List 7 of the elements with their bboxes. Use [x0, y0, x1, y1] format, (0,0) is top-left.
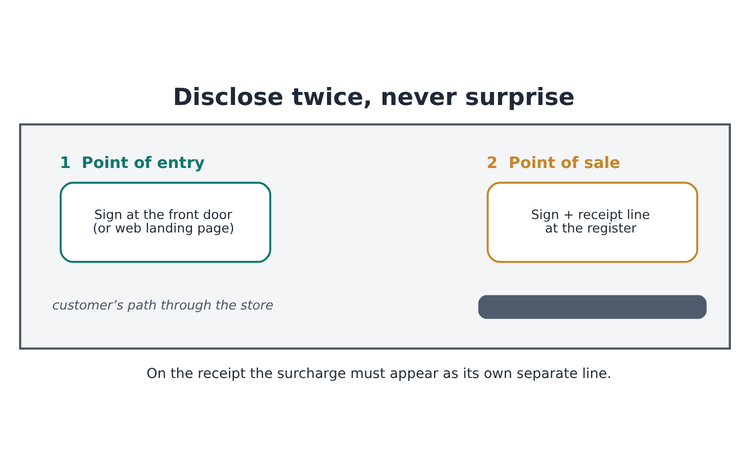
- caption: On the receipt the surcharge must appear as its own separate line.: [146, 365, 612, 382]
- diagram-title: Disclose twice, never surprise: [172, 82, 575, 110]
- cluster: [19, 122, 731, 350]
- node-bar: [478, 294, 707, 318]
- label: customer’s path through the store: [52, 298, 274, 313]
- node-label: 1 Point of entry: [60, 152, 205, 172]
- node-label: 2 Point of sale: [486, 152, 620, 172]
